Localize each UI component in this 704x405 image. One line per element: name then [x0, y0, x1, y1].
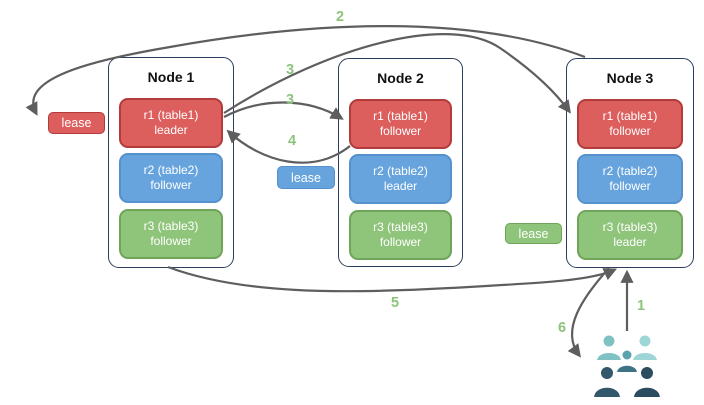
- node-1-replica-r1: r1 (table1) leader: [119, 98, 223, 148]
- node-2-replica-r3: r3 (table3) follower: [349, 210, 452, 260]
- lease-badge-table2: lease: [277, 166, 335, 189]
- node-2-replica-r2: r2 (table2) leader: [349, 154, 452, 204]
- replica-role-label: follower: [379, 235, 422, 249]
- step-label-4: 4: [287, 133, 297, 149]
- arrow-step-3-leader-to-node2-follower: [223, 101, 344, 120]
- replica-range-label: r1 (table1): [602, 108, 658, 123]
- node-2-box: Node 2 r1 (table1) follower r2 (table2) …: [338, 58, 463, 267]
- replica-range-label: r2 (table2): [373, 163, 428, 178]
- step-label-3a: 3: [285, 62, 295, 78]
- replica-range-label: r3 (table3): [143, 218, 199, 233]
- step-label-1: 1: [636, 298, 646, 314]
- node-3-title: Node 3: [606, 70, 654, 86]
- replica-role-label: follower: [609, 179, 651, 193]
- step-label-6: 6: [557, 320, 567, 336]
- node-3-replica-r3: r3 (table3) leader: [577, 210, 683, 260]
- replica-role-label: leader: [154, 123, 188, 137]
- replica-role-label: leader: [613, 235, 647, 249]
- node-2-replica-r1: r1 (table1) follower: [349, 99, 452, 149]
- lease-badge-table3: lease: [505, 223, 562, 244]
- replica-range-label: r3 (table3): [373, 219, 428, 234]
- step-label-5: 5: [390, 295, 400, 311]
- replica-role-label: follower: [379, 124, 422, 138]
- node-1-title: Node 1: [147, 69, 195, 85]
- replica-role-label: follower: [150, 234, 192, 248]
- replica-range-label: r3 (table3): [602, 219, 658, 234]
- replica-role-label: leader: [383, 179, 418, 193]
- step-label-2: 2: [335, 9, 345, 25]
- lease-label: lease: [61, 116, 92, 130]
- node-1-box: Node 1 r1 (table1) leader r2 (table2) fo…: [108, 57, 234, 268]
- node-3-box: Node 3 r1 (table1) follower r2 (table2) …: [566, 58, 694, 268]
- replica-range-label: r1 (table1): [373, 108, 428, 123]
- arrow-step-5-leaseholder-to-gateway: [167, 265, 618, 293]
- node-3-replica-r1: r1 (table1) follower: [577, 99, 683, 149]
- node-1-replica-r2: r2 (table2) follower: [119, 153, 223, 203]
- replica-range-label: r2 (table2): [602, 163, 658, 178]
- lease-badge-table1: lease: [48, 112, 105, 134]
- replica-range-label: r1 (table1): [143, 107, 199, 122]
- replica-role-label: follower: [150, 178, 192, 192]
- users-group-icon: [591, 333, 663, 399]
- node-3-replica-r2: r2 (table2) follower: [577, 154, 683, 204]
- lease-label: lease: [518, 226, 549, 241]
- step-label-3b: 3: [285, 92, 295, 108]
- replica-role-label: follower: [609, 124, 651, 138]
- replica-range-label: r2 (table2): [143, 162, 199, 177]
- node-1-replica-r3: r3 (table3) follower: [119, 209, 223, 259]
- lease-label: lease: [291, 170, 321, 185]
- node-2-title: Node 2: [377, 70, 424, 86]
